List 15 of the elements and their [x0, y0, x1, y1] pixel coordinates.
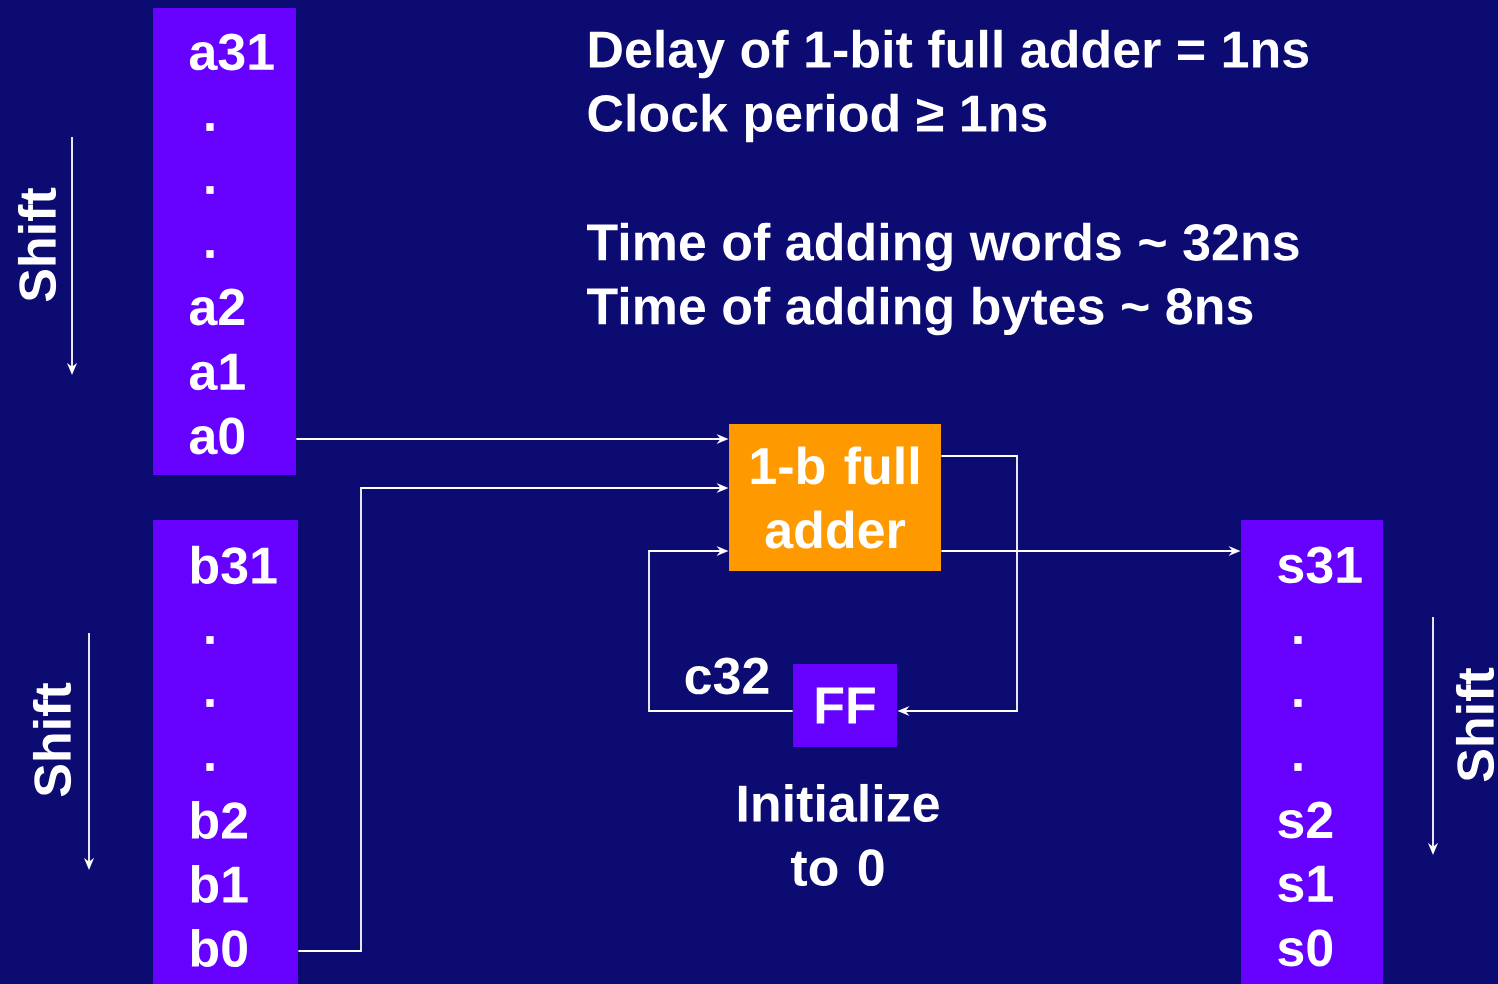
note-text: Clock period ≥ 1ns [588, 93, 1047, 143]
logic-block: 1-b full adder [729, 424, 941, 571]
logic-block: FF [793, 664, 897, 747]
edge-label: c32 [685, 657, 769, 695]
shift-label: Shift [32, 682, 72, 797]
note-text: Time of adding words ~ 32ns [587, 222, 1299, 272]
shift-register: b31 . . . b2 b1 b0 [153, 520, 298, 984]
note-text: Delay of 1-bit full adder = 1ns [589, 29, 1309, 79]
shift-label: Shift [17, 187, 57, 302]
shift-register: a31 . . . a2 a1 a0 [153, 8, 296, 475]
connector-arrow [648, 545, 794, 712]
shift-label: Shift [1455, 667, 1495, 782]
note-text: Time of adding bytes ~ 8ns [587, 286, 1253, 336]
shift-register: s31 . . . s2 s1 s0 [1241, 520, 1383, 984]
note-text: Initialize to 0 [738, 783, 939, 887]
